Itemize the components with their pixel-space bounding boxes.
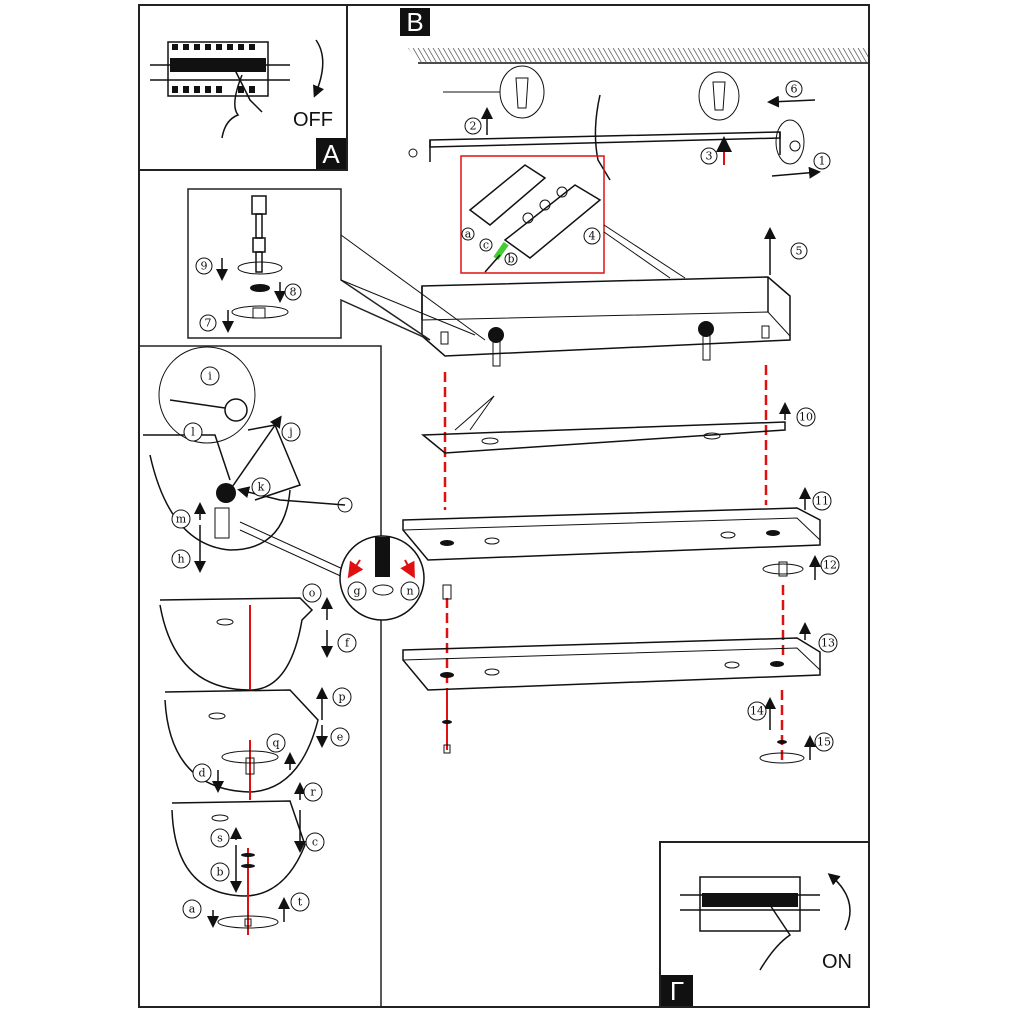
step-9: 9	[201, 260, 208, 273]
detail-f: f	[345, 637, 350, 650]
detail-c: c	[312, 836, 318, 849]
detail-g: g	[353, 585, 360, 598]
screw-detail-box	[187, 188, 486, 341]
panel-a-switch-off: OFF A	[138, 4, 348, 171]
wiring-b: b	[507, 253, 514, 266]
step-8: 8	[290, 286, 297, 299]
panel-c-label: Γ	[670, 976, 684, 1006]
fixture-base	[421, 276, 791, 367]
detail-i: i	[208, 370, 212, 383]
ceiling-hatch	[408, 48, 868, 62]
detail-e: e	[337, 731, 344, 744]
terminal-block-detail	[460, 155, 605, 274]
detail-j: j	[287, 426, 292, 439]
left-detail-panel	[138, 345, 425, 1008]
detail-b: b	[216, 866, 223, 879]
detail-n: n	[406, 585, 413, 598]
detail-r: r	[310, 786, 316, 799]
panel-a-label: A	[322, 139, 340, 169]
detail-labels: i l j k m h g n o f p e q d r c s b a t	[171, 366, 420, 919]
arrow-down-icon	[313, 39, 325, 98]
wiring-c: c	[483, 239, 489, 252]
mounting-bracket	[408, 94, 801, 181]
detail-q: q	[272, 737, 279, 750]
panel-c-switch-on: ON Γ	[659, 841, 870, 1008]
wall-plug-icon	[443, 65, 545, 119]
step-11: 11	[815, 495, 829, 508]
diffuser-plate-13	[402, 637, 821, 691]
step-2: 2	[470, 120, 477, 133]
step-14: 14	[750, 705, 764, 718]
panel-b-label: B	[406, 7, 423, 37]
mounting-plate-10	[420, 395, 786, 454]
breaker-box-icon	[150, 41, 290, 97]
step-13: 13	[821, 637, 835, 650]
step-4: 4	[589, 230, 596, 243]
step-3: 3	[706, 150, 713, 163]
cover-plate-11	[402, 507, 821, 561]
step-12: 12	[823, 559, 837, 572]
off-label: OFF	[293, 109, 333, 131]
detail-m: m	[176, 513, 187, 526]
detail-t: t	[298, 896, 303, 909]
step-15: 15	[817, 736, 831, 749]
step-10: 10	[799, 411, 813, 424]
detail-h: h	[177, 553, 184, 566]
detail-o: o	[309, 587, 316, 600]
detail-d: d	[198, 767, 205, 780]
step-5: 5	[796, 245, 803, 258]
detail-k: k	[258, 481, 265, 494]
step-labels: 1 2 3 4 5 6 7 8 9 10 11 12 13 14 15	[195, 80, 840, 752]
detail-s: s	[217, 832, 223, 845]
on-label: ON	[822, 951, 852, 973]
step-1: 1	[819, 155, 826, 168]
detail-a: a	[189, 903, 196, 916]
wiring-a: a	[465, 228, 472, 241]
step-6: 6	[791, 83, 798, 96]
wall-plug-icon	[698, 71, 740, 121]
green-wire	[493, 241, 509, 261]
detail-l: l	[191, 426, 195, 439]
wiring-labels: a c b	[461, 227, 518, 266]
detail-p: p	[338, 691, 345, 704]
step-7: 7	[205, 317, 212, 330]
hand-icon	[221, 69, 263, 139]
